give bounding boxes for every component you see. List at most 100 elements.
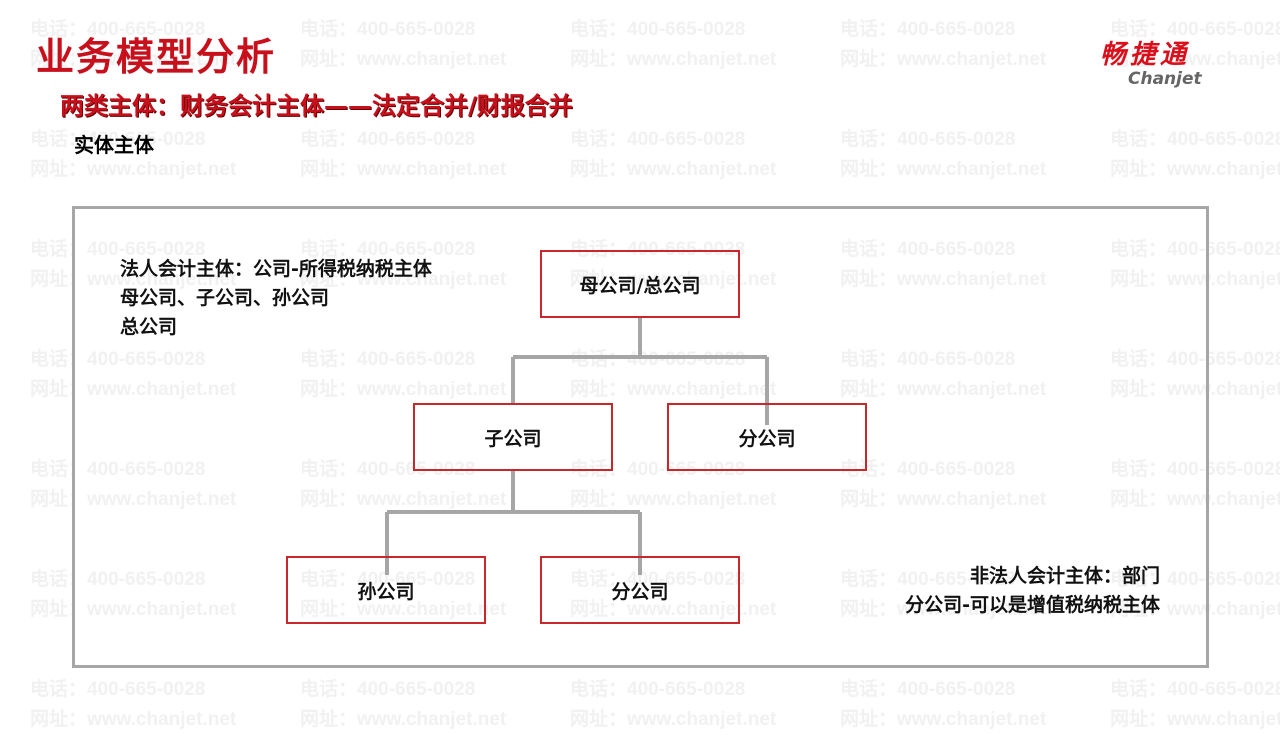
watermark-text: 电话：400-665-0028 网址：www.chanjet.net (1110, 235, 1280, 295)
watermark-text: 电话：400-665-0028 网址：www.chanjet.net (1110, 455, 1280, 515)
watermark-text: 电话：400-665-0028 网址：www.chanjet.net (300, 15, 506, 75)
watermark-text: 电话：400-665-0028 网址：www.chanjet.net (1110, 125, 1280, 185)
watermark-site: 网址：www.chanjet.net (1110, 599, 1280, 620)
node-subsidiary: 子公司 (413, 403, 613, 471)
watermark-site: 网址：www.chanjet.net (840, 159, 1047, 180)
watermark-phone: 电话：400-665-0028 (30, 19, 206, 40)
watermark-site: 网址：www.chanjet.net (570, 159, 777, 180)
watermark-text: 电话：400-665-0028 网址：www.chanjet.net (840, 125, 1046, 185)
watermark-text: 电话：400-665-0028 网址：www.chanjet.net (300, 455, 506, 515)
watermark-site: 网址：www.chanjet.net (300, 49, 507, 70)
watermark-text: 电话：400-665-0028 网址：www.chanjet.net (570, 565, 776, 625)
watermark-phone: 电话：400-665-0028 (300, 679, 476, 700)
watermark-phone: 电话：400-665-0028 (1110, 679, 1280, 700)
watermark-site: 网址：www.chanjet.net (300, 489, 507, 510)
watermark-site: 网址：www.chanjet.net (300, 379, 507, 400)
watermark-phone: 电话：400-665-0028 (300, 19, 476, 40)
watermark-text: 电话：400-665-0028 网址：www.chanjet.net (840, 235, 1046, 295)
legal-entity-note: 法人会计主体：公司-所得税纳税主体 母公司、子公司、孙公司 总公司 (120, 255, 432, 342)
watermark-phone: 电话：400-665-0028 (300, 129, 476, 150)
watermark-site: 网址：www.chanjet.net (840, 379, 1047, 400)
watermark-phone: 电话：400-665-0028 (840, 19, 1016, 40)
watermark-phone: 电话：400-665-0028 (840, 569, 1016, 590)
watermark-phone: 电话：400-665-0028 (570, 129, 746, 150)
watermark-phone: 电话：400-665-0028 (570, 19, 746, 40)
watermark-text: 电话：400-665-0028 网址：www.chanjet.net (1110, 345, 1280, 405)
watermark-text: 电话：400-665-0028 网址：www.chanjet.net (1110, 565, 1280, 625)
watermark-text: 电话：400-665-0028 网址：www.chanjet.net (1110, 15, 1280, 75)
watermark-phone: 电话：400-665-0028 (1110, 19, 1280, 40)
connector-parent (511, 318, 769, 425)
watermark-text: 电话：400-665-0028 网址：www.chanjet.net (300, 235, 506, 295)
watermark-site: 网址：www.chanjet.net (840, 489, 1047, 510)
watermark-phone: 电话：400-665-0028 (570, 569, 746, 590)
chanjet-logo: 畅捷通 Chanjet (1088, 40, 1202, 88)
watermark-site: 网址：www.chanjet.net (1110, 269, 1280, 290)
watermark-site: 网址：www.chanjet.net (840, 49, 1047, 70)
watermark-phone: 电话：400-665-0028 (840, 459, 1016, 480)
nonlegal-note-line: 分公司-可以是增值税纳税主体 (905, 594, 1160, 616)
watermark-phone: 电话：400-665-0028 (300, 569, 476, 590)
watermark-text: 电话：400-665-0028 网址：www.chanjet.net (300, 125, 506, 185)
watermark-text: 电话：400-665-0028 网址：www.chanjet.net (570, 455, 776, 515)
watermark-text: 电话：400-665-0028 网址：www.chanjet.net (570, 125, 776, 185)
watermark-site: 网址：www.chanjet.net (570, 489, 777, 510)
section-heading: 实体主体 (74, 133, 154, 157)
watermark-phone: 电话：400-665-0028 (840, 679, 1016, 700)
watermark-phone: 电话：400-665-0028 (1110, 129, 1280, 150)
watermark-phone: 电话：400-665-0028 (30, 129, 206, 150)
watermark-phone: 电话：400-665-0028 (840, 129, 1016, 150)
page-subtitle: 两类主体：财务会计主体——法定合并/财报合并 (60, 92, 573, 120)
watermark-phone: 电话：400-665-0028 (30, 679, 206, 700)
watermark-site: 网址：www.chanjet.net (1110, 379, 1280, 400)
watermark-site: 网址：www.chanjet.net (30, 269, 237, 290)
watermark-text: 电话：400-665-0028 网址：www.chanjet.net (840, 345, 1046, 405)
watermark-site: 网址：www.chanjet.net (570, 599, 777, 620)
watermark-phone: 电话：400-665-0028 (1110, 569, 1280, 590)
watermark-site: 网址：www.chanjet.net (1110, 489, 1280, 510)
watermark-phone: 电话：400-665-0028 (300, 459, 476, 480)
watermark-site: 网址：www.chanjet.net (1110, 159, 1280, 180)
watermark-text: 电话：400-665-0028 网址：www.chanjet.net (840, 565, 1046, 625)
watermark-phone: 电话：400-665-0028 (840, 239, 1016, 260)
watermark-phone: 电话：400-665-0028 (840, 349, 1016, 370)
watermark-phone: 电话：400-665-0028 (300, 349, 476, 370)
logo-cn: 畅捷通 (1099, 40, 1190, 70)
watermark-site: 网址：www.chanjet.net (840, 599, 1047, 620)
watermark-site: 网址：www.chanjet.net (30, 49, 237, 70)
node-branch: 分公司 (667, 403, 867, 471)
node-grandchild: 孙公司 (286, 556, 486, 624)
watermark-site: 网址：www.chanjet.net (300, 159, 507, 180)
watermark-phone: 电话：400-665-0028 (1110, 239, 1280, 260)
watermark-site: 网址：www.chanjet.net (570, 269, 777, 290)
diagram-frame (72, 206, 1209, 668)
watermark-site: 网址：www.chanjet.net (30, 489, 237, 510)
watermark-phone: 电话：400-665-0028 (1110, 349, 1280, 370)
legal-note-line: 母公司、子公司、孙公司 (120, 287, 330, 309)
watermark-site: 网址：www.chanjet.net (840, 269, 1047, 290)
watermark-text: 电话：400-665-0028 网址：www.chanjet.net (840, 15, 1046, 75)
watermark-text: 电话：400-665-0028 网址：www.chanjet.net (570, 345, 776, 405)
legal-note-line: 总公司 (120, 316, 178, 338)
watermark-phone: 电话：400-665-0028 (570, 459, 746, 480)
nonlegal-note-line: 非法人会计主体：部门 (969, 565, 1160, 587)
logo-en: Chanjet (1128, 69, 1202, 89)
node-parent-company: 母公司/总公司 (540, 250, 740, 318)
watermark-phone: 电话：400-665-0028 (570, 349, 746, 370)
connector-subsidiary (385, 470, 642, 575)
watermark-site: 网址：www.chanjet.net (30, 379, 237, 400)
watermark-site: 网址：www.chanjet.net (570, 379, 777, 400)
watermark-site: 网址：www.chanjet.net (300, 269, 507, 290)
watermark-text: 电话：400-665-0028 网址：www.chanjet.net (30, 15, 236, 75)
legal-note-line: 法人会计主体：公司-所得税纳税主体 (120, 258, 432, 280)
watermark-site: 网址：www.chanjet.net (1110, 49, 1280, 70)
watermark-text: 电话：400-665-0028 网址：www.chanjet.net (840, 455, 1046, 515)
watermark-phone: 电话：400-665-0028 (300, 239, 476, 260)
watermark-phone: 电话：400-665-0028 (1110, 459, 1280, 480)
watermark-text: 电话：400-665-0028 网址：www.chanjet.net (300, 345, 506, 405)
watermark-site: 网址：www.chanjet.net (30, 599, 237, 620)
watermark-phone: 电话：400-665-0028 (570, 239, 746, 260)
watermark-phone: 电话：400-665-0028 (570, 679, 746, 700)
node-sub-branch: 分公司 (540, 556, 740, 624)
